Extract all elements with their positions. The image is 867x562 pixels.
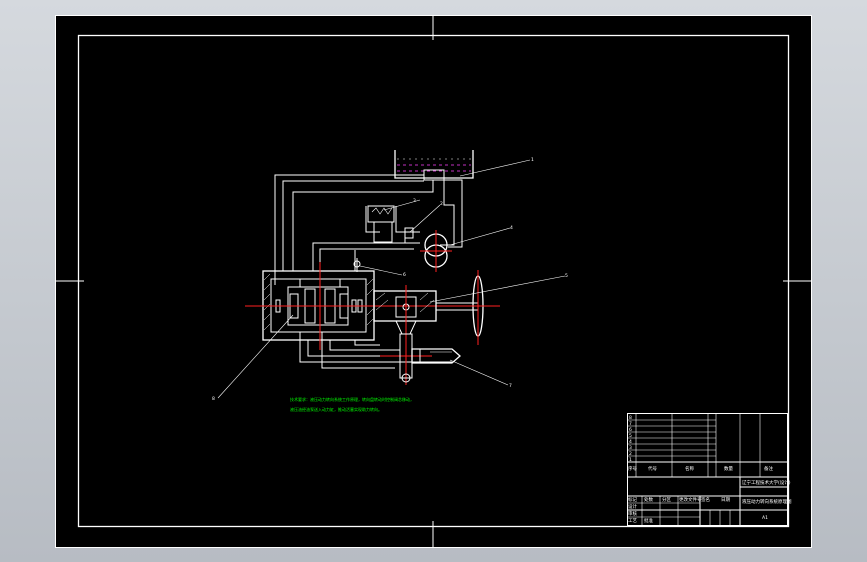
header-col-qty: 数量 (724, 465, 733, 472)
callout-4: 4 (510, 225, 513, 231)
role-design: 设计 (628, 503, 637, 510)
header-col-code: 代号 (648, 465, 657, 472)
callout-5: 5 (565, 273, 568, 279)
sign-col-1: 处数 (644, 496, 653, 503)
header-col-name: 名称 (685, 465, 694, 472)
role-review: 审核 (628, 510, 637, 517)
row-code-7: 7 (629, 421, 632, 427)
note-line-2: 液压油经油泵送入动力缸，推动活塞实现助力转向。 (290, 406, 382, 412)
relief-valve (366, 205, 414, 243)
header-col-remark: 备注 (764, 465, 773, 472)
part-codes: 8 7 6 5 4 3 2 1 (629, 415, 632, 463)
sheet-background (55, 15, 812, 548)
sheet-size: A1 (762, 515, 768, 521)
sign-col-3: 更改文件号 (679, 496, 702, 503)
callout-2: 2 (440, 201, 443, 207)
oil-pump (420, 230, 452, 272)
oil-reservoir (394, 150, 474, 181)
role-approve: 批准 (644, 517, 653, 524)
row-code-6: 6 (629, 427, 632, 433)
callout-3: 3 (413, 198, 416, 204)
power-cylinder (399, 333, 461, 383)
drawing-title: 液压动力转向系统原理图 (742, 498, 792, 505)
title-block: 8 7 6 5 4 3 2 1 序号 代号 名称 数量 备注 辽宁工程技术大学(… (627, 413, 792, 526)
leader-lines (217, 159, 566, 399)
sign-col-5: 日期 (721, 497, 730, 503)
centering-marks (55, 15, 812, 548)
sign-col-4: 签名 (701, 496, 710, 503)
row-code-8: 8 (629, 415, 632, 421)
header-col-index: 序号 (628, 465, 637, 472)
callout-labels: 1 2 3 4 5 6 7 8 (212, 157, 568, 402)
note-line-1: 技术要求：液压动力转向系统工作原理，转向盘转动时控制阀芯移动， (290, 396, 414, 402)
sign-col-0: 标记 (628, 496, 637, 503)
role-process: 工艺 (628, 518, 637, 524)
row-code-3: 3 (629, 445, 632, 451)
callout-8: 8 (212, 396, 215, 402)
sign-col-2: 分区 (662, 496, 671, 503)
steering-wheel (465, 270, 500, 345)
callout-1: 1 (531, 157, 534, 163)
callout-7: 7 (509, 383, 512, 389)
row-code-5: 5 (629, 433, 632, 439)
company-name: 辽宁工程技术大学(设计) (742, 479, 791, 486)
sign-rows: 标记 处数 分区 更改文件号 签名 日期 设计 审核 工艺 批准 (628, 496, 730, 524)
row-code-1: 1 (629, 457, 632, 463)
steering-gear (373, 285, 478, 385)
callout-6: 6 (403, 272, 406, 278)
row-code-4: 4 (629, 439, 632, 445)
row-code-2: 2 (629, 451, 632, 457)
technical-note: 技术要求：液压动力转向系统工作原理，转向盘转动时控制阀芯移动， 液压油经油泵送入… (290, 396, 414, 412)
